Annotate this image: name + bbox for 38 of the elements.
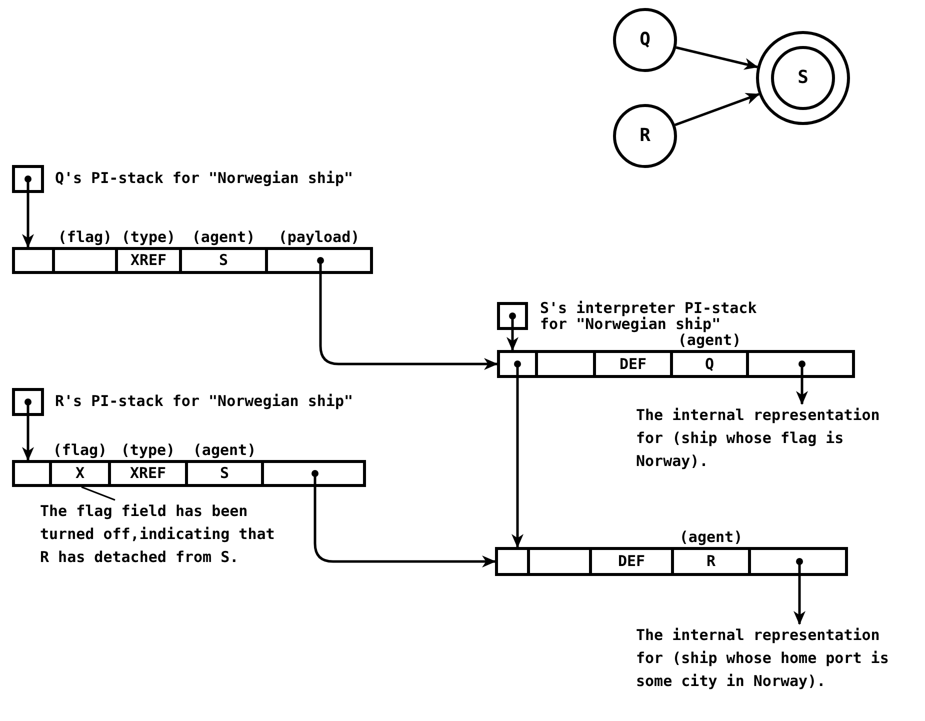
note-text: The internal representation for (ship whose home port is some city in Norway). (636, 624, 911, 699)
cell-value: DEF (619, 356, 647, 372)
cell-value: S (220, 466, 230, 481)
state-label: S (798, 69, 808, 87)
field-label: (agent) (678, 331, 742, 350)
arrow (796, 360, 808, 405)
cell-value: Q (704, 356, 714, 372)
arrow (506, 312, 518, 351)
cell-value: XREF (130, 253, 167, 268)
cell-value: X (75, 466, 85, 481)
state-label: R (640, 127, 650, 145)
arrow (312, 470, 496, 568)
arrow (674, 93, 760, 126)
stack-caption: S's interpreter PI-stack for "Norwegian ship" (540, 300, 758, 332)
stack-caption: R's PI-stack for "Norwegian ship" (55, 391, 354, 411)
field-label: (flag) (58, 227, 112, 247)
field-label: (type) (121, 227, 176, 247)
state-label: Q (640, 31, 650, 49)
arrow (22, 176, 34, 248)
arrow (512, 360, 524, 548)
arrow (22, 398, 34, 461)
leader-line (81, 486, 116, 501)
field-label: (agent) (192, 440, 256, 460)
cell-value: DEF (618, 554, 646, 569)
field-label: (flag) (52, 440, 108, 460)
field-label: (agent) (192, 227, 256, 247)
field-label: (type) (120, 440, 176, 460)
field-label: (agent) (679, 527, 743, 547)
stack-caption: Q's PI-stack for "Norwegian ship" (55, 168, 354, 188)
arrow (317, 257, 498, 370)
note-text: The flag field has been turned off,indicating that R has detached from S. (40, 500, 275, 560)
cell-value: S (218, 253, 228, 268)
field-label: (payload) (278, 227, 360, 247)
arrow (676, 46, 758, 70)
note-text: The internal representation for (ship whose flag is Norway). (636, 404, 911, 479)
cell-value: R (706, 554, 716, 569)
arrow (794, 558, 806, 625)
cell-value: XREF (130, 466, 166, 481)
